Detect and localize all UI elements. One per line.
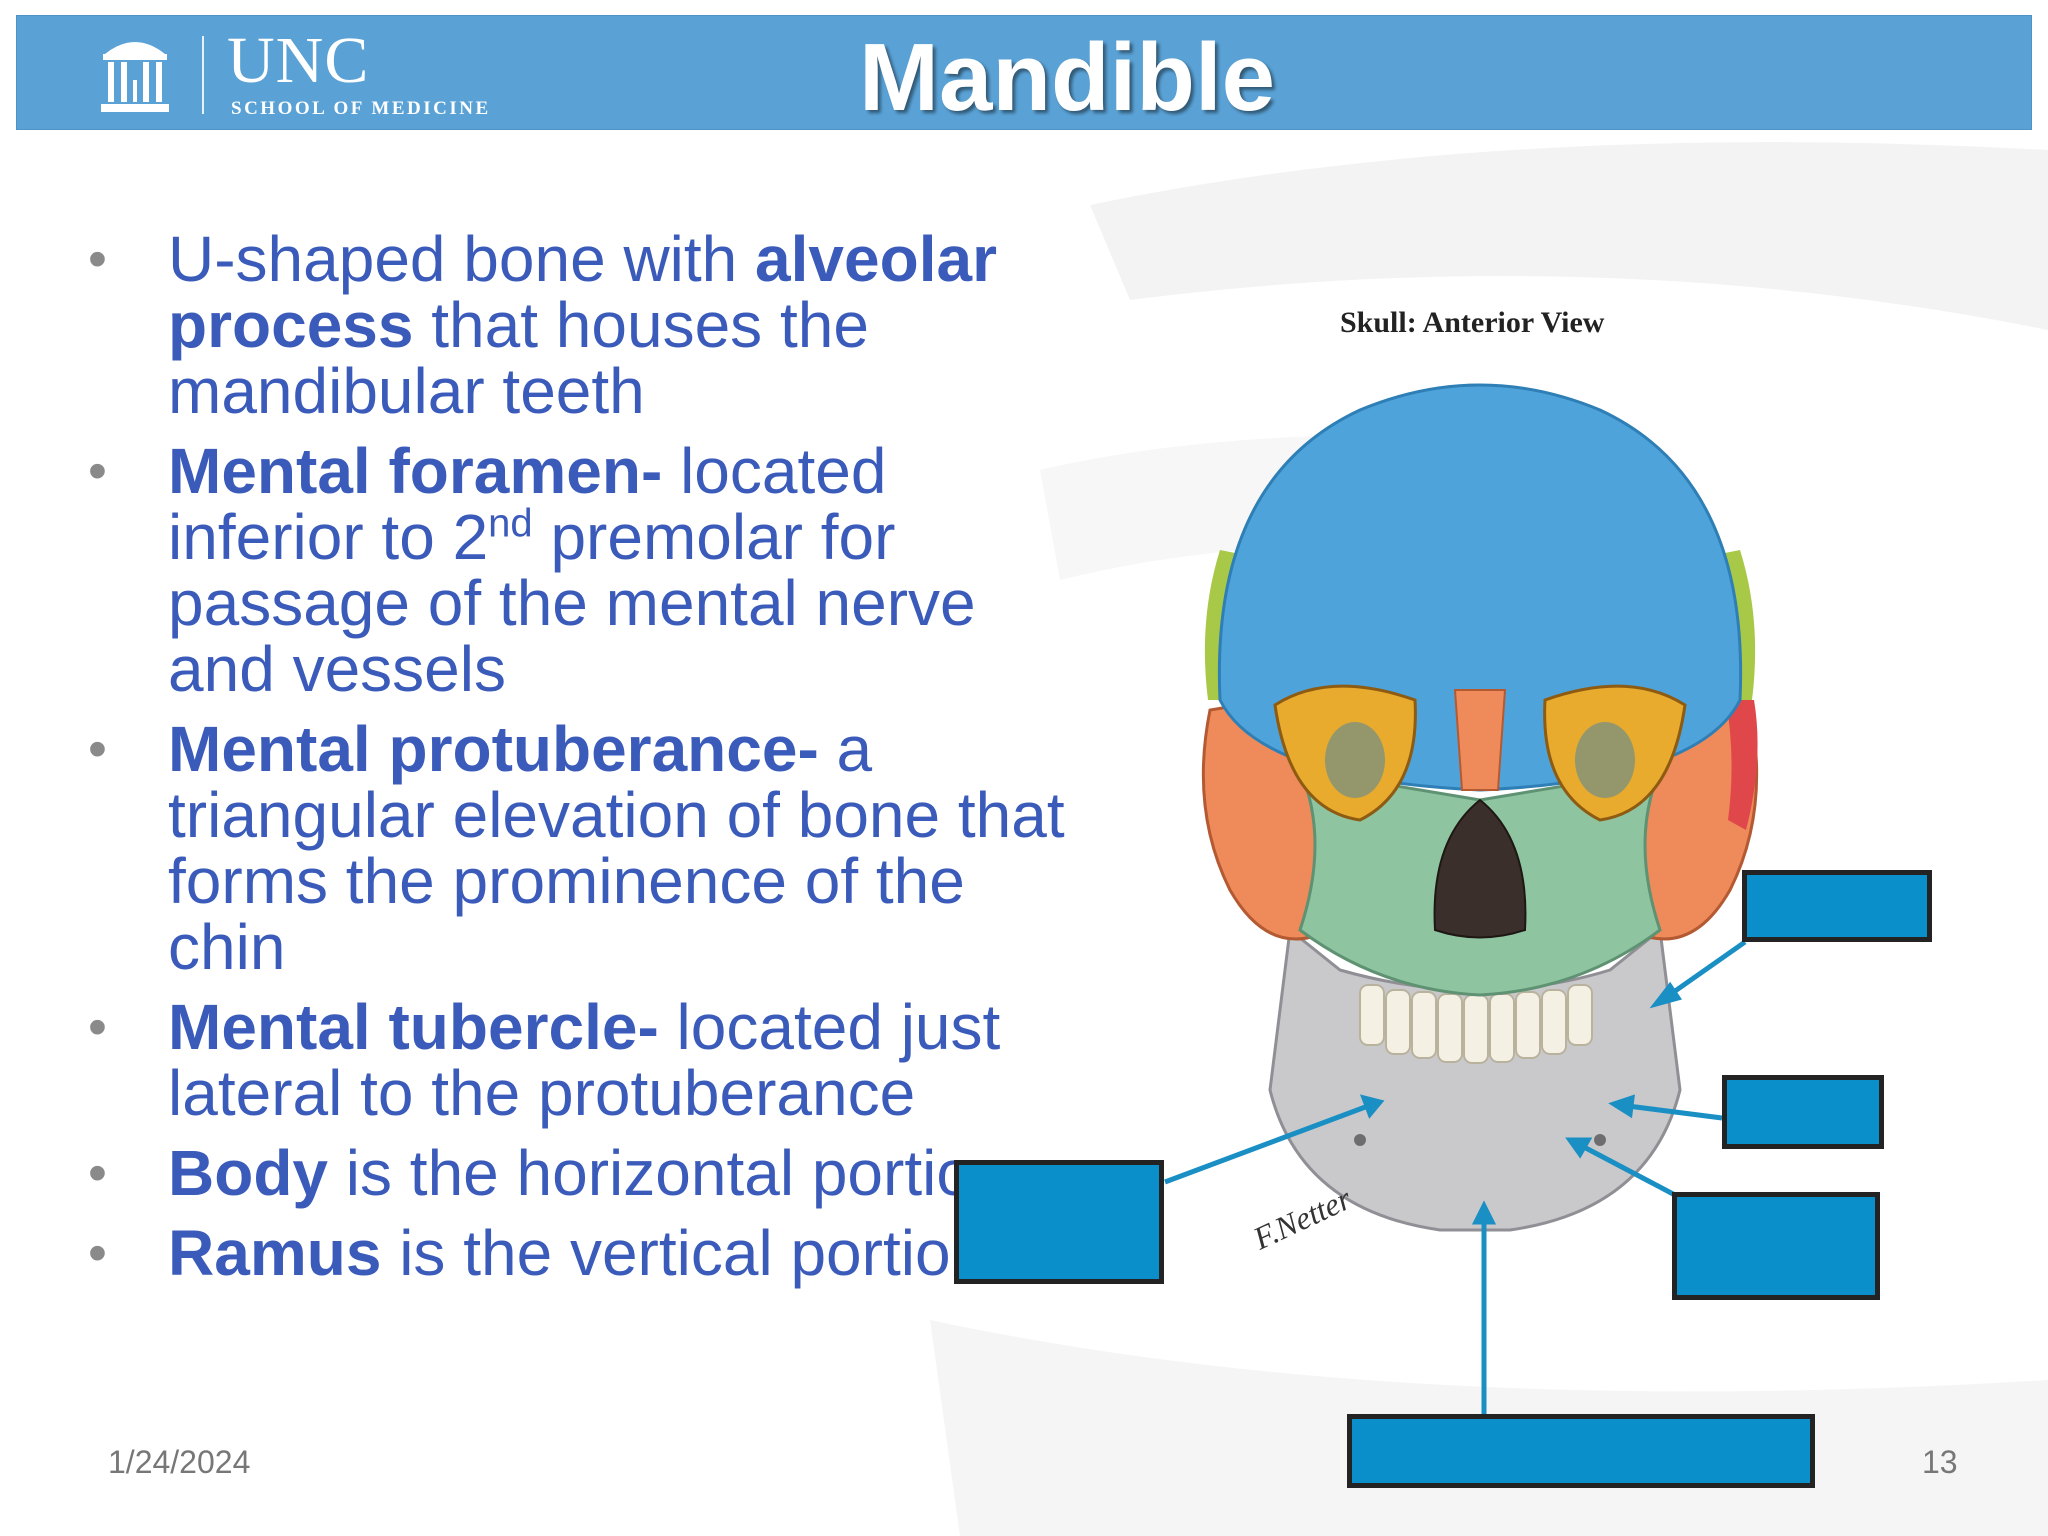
bullet-term: Mental protuberance-: [168, 713, 819, 785]
logo-subtitle: SCHOOL OF MEDICINE: [231, 98, 491, 119]
bullet-text-run: a triangular elevation of bone that form…: [168, 713, 1065, 983]
svg-text:F.Netter: F.Netter: [1247, 1180, 1357, 1257]
bullet-text-run: U-shaped bone with: [168, 223, 756, 295]
bullet-item: • Mental foramen- located inferior to 2nd…: [80, 438, 1080, 702]
nasal-bone: [1453, 689, 1507, 791]
slide-number: 13: [1922, 1444, 1958, 1480]
bullet-text-run: premolar for passage of the mental nerve…: [168, 501, 976, 705]
bullet-dot-icon: •: [88, 229, 107, 289]
label-box-ramus[interactable]: [1742, 870, 1932, 942]
bullet-dot-icon: •: [88, 997, 107, 1057]
bullet-term: Mental tubercle-: [168, 991, 659, 1063]
teeth: [1359, 984, 1593, 1064]
figure-caption: Skull: Anterior View: [1340, 306, 1605, 339]
bullet-term: Ramus: [168, 1217, 382, 1289]
bullet-dot-icon: •: [88, 1223, 107, 1283]
old-well-icon: [101, 42, 169, 112]
bullet-dot-icon: •: [88, 1143, 107, 1203]
bullet-text: Body is the horizontal portion: [168, 1140, 1080, 1206]
bullet-dot-icon: •: [88, 441, 107, 501]
bullet-text-run: nd: [488, 501, 533, 546]
label-box-mental-tubercle[interactable]: [1672, 1192, 1880, 1300]
bullet-text-run: located just lateral to the protuberance: [168, 991, 1001, 1129]
bullet-item: • U-shaped bone with alveolar process tha…: [80, 226, 1080, 424]
label-box-mental-protuberance[interactable]: [1347, 1414, 1815, 1488]
bullet-term: Body: [168, 1137, 328, 1209]
bullet-text: Ramus is the vertical portion: [168, 1220, 1080, 1286]
bullet-text: Mental tubercle- located just lateral to…: [168, 994, 1080, 1126]
label-box-mental-foramen[interactable]: [954, 1160, 1164, 1284]
bullet-text-run: is the horizontal portion: [328, 1137, 1008, 1209]
bullet-item: • Mental protuberance- a triangular eleva…: [80, 716, 1080, 980]
bullet-item: • Mental tubercle- located just lateral t…: [80, 994, 1080, 1126]
bullet-term: alveolar process: [168, 223, 997, 361]
bullet-dot-icon: •: [88, 719, 107, 779]
bullet-list: • U-shaped bone with alveolar process tha…: [80, 226, 1080, 1300]
bullet-term: Mental foramen-: [168, 435, 663, 507]
temporal-right: [1726, 700, 1758, 830]
bullet-item: • Body is the horizontal portion: [80, 1140, 1080, 1206]
skull-anterior-illustration: F.Netter: [1201, 383, 1759, 1257]
bullet-text: Mental foramen- located inferior to 2nd …: [168, 438, 1080, 702]
bullet-text-run: that houses the mandibular teeth: [168, 289, 869, 427]
bullet-text-run: located inferior to 2: [168, 435, 887, 573]
footer-date: 1/24/2024: [108, 1444, 251, 1480]
nasal-cavity: [1433, 798, 1527, 939]
bullet-text-run: is the vertical portion: [381, 1217, 987, 1289]
label-box-body[interactable]: [1722, 1075, 1884, 1149]
logo-wordmark: UNC: [227, 24, 370, 97]
bullet-text: Mental protuberance- a triangular elevat…: [168, 716, 1080, 980]
bullet-text: U-shaped bone with alveolar process that…: [168, 226, 1080, 424]
slide-header: UNC SCHOOL OF MEDICINE Mandible: [16, 15, 2032, 130]
slide-title: Mandible: [858, 24, 1275, 131]
logo-divider: [202, 36, 204, 114]
bullet-item: • Ramus is the vertical portion: [80, 1220, 1080, 1286]
